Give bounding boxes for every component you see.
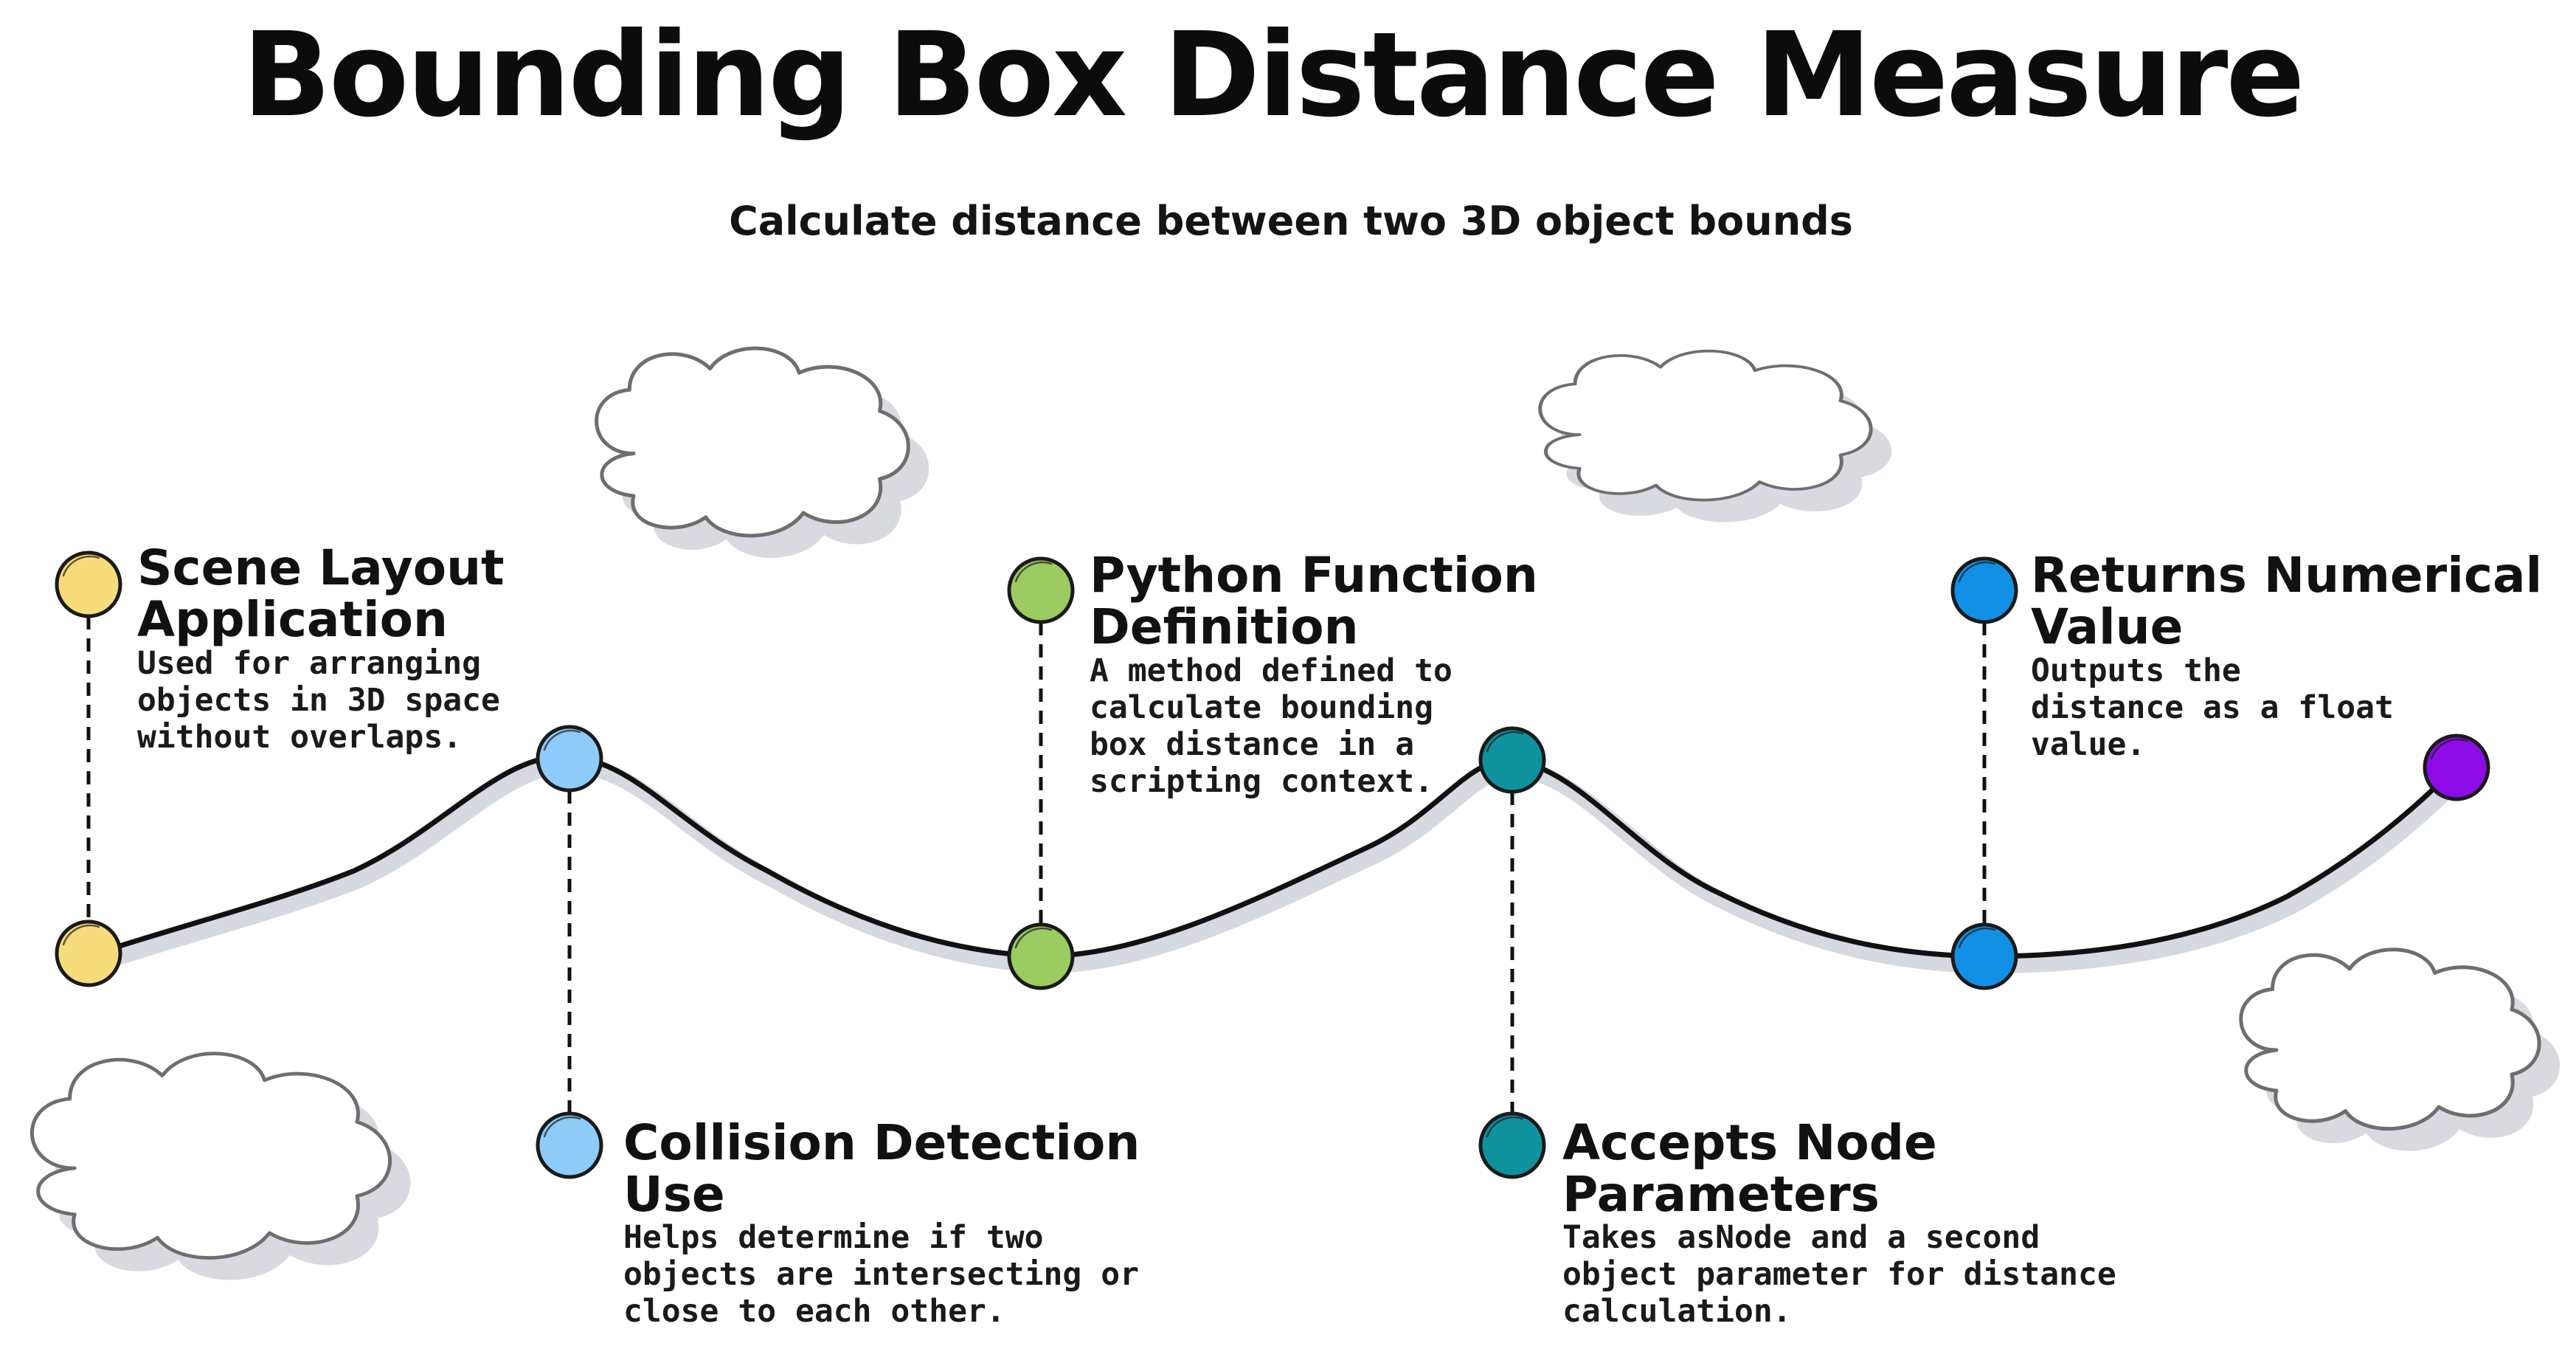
milestone-2-title: Collision Detection Use [623,1117,1140,1221]
milestone-1-title-line1: Scene Layout [137,539,505,596]
milestone-5-title-line2: Value [2031,598,2184,655]
clouds-layer [30,346,2561,1280]
milestone-1-title: Scene Layout Application [137,542,505,646]
cloud-outline [30,1052,392,1260]
timeline-curve [86,753,2458,959]
milestone-5-curve-dot [1950,922,2018,990]
milestone-5-description: Outputs the distance as a float value. [2031,652,2394,763]
milestone-1-title-line2: Application [137,591,448,648]
milestone-3-description: A method defined to calculate bounding b… [1090,652,1453,800]
timeline-curve-shadow [87,756,2469,974]
milestone-5-title: Returns Numerical Value [2031,550,2542,653]
page-subtitle: Calculate distance between two 3D object… [729,198,1853,244]
milestone-2-description: Helps determine if two objects are inter… [623,1219,1139,1330]
cloud-outline [1538,349,1873,502]
cloud-outline [595,346,910,538]
milestone-1-label-dot [55,551,122,618]
cloud-icon [1538,349,1892,522]
page-title: Bounding Box Distance Measure [242,7,2305,143]
timeline-end-dot [2423,734,2490,801]
timeline-curve-layer [86,753,2469,974]
cloud-icon [2239,948,2561,1151]
milestone-3-curve-dot [1007,922,1075,990]
milestone-3-title-line1: Python Function [1090,547,1538,604]
milestone-2-title-line1: Collision Detection [623,1114,1140,1171]
milestone-3-label-dot [1007,556,1075,624]
milestone-4-label-dot [1478,1111,1546,1179]
milestone-4-description: Takes asNode and a second object paramet… [1562,1219,2116,1330]
milestone-5-title-line1: Returns Numerical [2031,547,2543,604]
milestone-2-curve-dot [536,725,603,793]
milestone-4-title-line2: Parameters [1562,1166,1880,1223]
milestone-4-title: Accepts Node Parameters [1562,1117,1937,1221]
connectors-layer [86,616,1987,1114]
milestone-3-title: Python Function Definition [1090,550,1538,653]
milestone-2-label-dot [536,1111,603,1179]
milestone-4-curve-dot [1478,726,1546,794]
milestone-1-curve-dot [55,919,122,987]
milestone-5-label-dot [1950,556,2018,624]
cloud-icon [30,1052,411,1280]
milestone-4-title-line1: Accepts Node [1562,1114,1937,1171]
milestone-3-title-line2: Definition [1090,598,1359,655]
markers-layer [55,551,2490,1179]
milestone-1-description: Used for arranging objects in 3D space w… [137,645,500,756]
cloud-icon [595,346,929,558]
milestone-2-title-line2: Use [623,1166,725,1223]
cloud-outline [2239,948,2541,1131]
